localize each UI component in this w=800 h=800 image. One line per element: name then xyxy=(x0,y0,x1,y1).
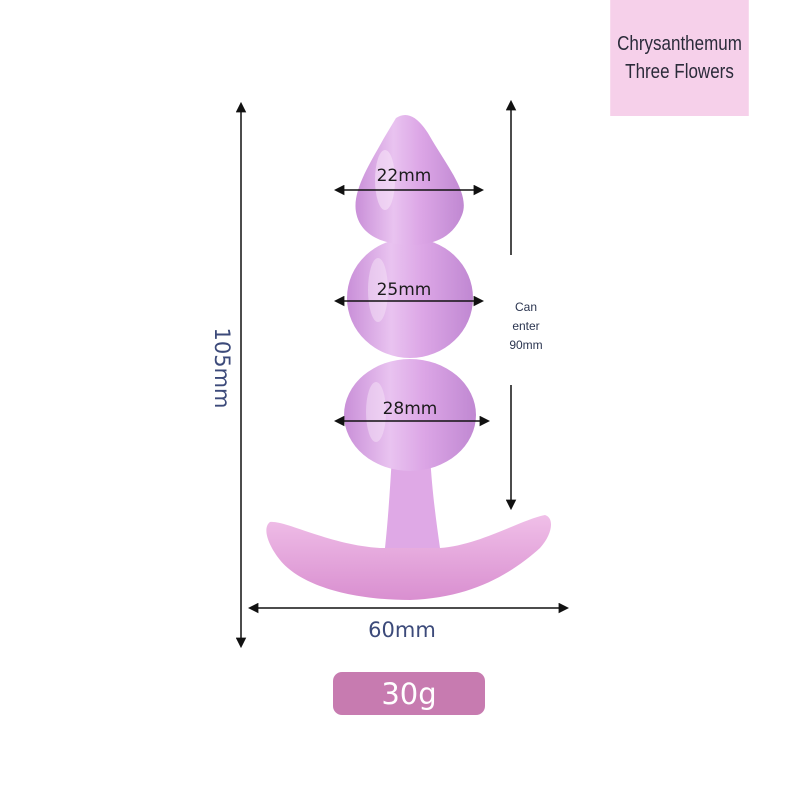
product-name-badge: Chrysanthemum Three Flowers xyxy=(610,0,749,116)
insertable-label-box xyxy=(506,255,546,385)
tip-width-label: 22mm xyxy=(376,166,432,186)
insertable-length-label: Can enter 90mm xyxy=(502,298,550,355)
insertable-line-2: enter xyxy=(512,319,540,333)
weight-badge: 30g xyxy=(333,672,485,715)
weight-value: 30g xyxy=(381,676,437,711)
middle-width-label: 25mm xyxy=(376,280,432,300)
product-base xyxy=(266,515,552,600)
insertable-line-1: Can xyxy=(514,300,537,314)
bottom-width-label: 28mm xyxy=(382,399,438,419)
total-length-label: 105mm xyxy=(210,327,234,409)
highlight xyxy=(366,382,386,442)
product-neck xyxy=(385,455,440,548)
badge-line-1: Chrysanthemum xyxy=(617,33,742,55)
bead-tip xyxy=(355,114,464,246)
badge-line-2: Three Flowers xyxy=(625,61,734,83)
insertable-line-3: 90mm xyxy=(509,338,543,352)
base-width-label: 60mm xyxy=(368,618,436,642)
